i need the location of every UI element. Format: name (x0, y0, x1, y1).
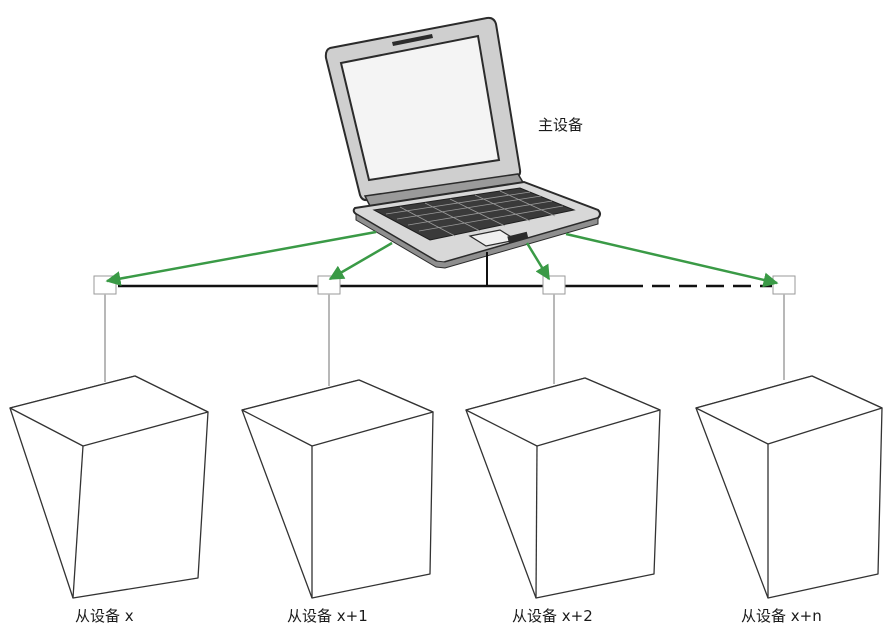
bus-node (317, 275, 341, 295)
slave-cube (9, 375, 209, 599)
arrows (105, 230, 779, 288)
slave-label-x: 从设备 x (75, 607, 134, 625)
drop-lines (104, 294, 785, 386)
arrow-to-slave-xn (565, 232, 779, 288)
bus-node (772, 275, 796, 295)
slave-label-x1: 从设备 x+1 (287, 607, 368, 625)
slave-cube (241, 379, 434, 599)
bus-node (542, 275, 566, 295)
slave-label-xn: 从设备 x+n (741, 607, 822, 625)
master-device-label: 主设备 (538, 116, 584, 134)
arrow-to-slave-x (105, 230, 377, 286)
slave-label-x2: 从设备 x+2 (512, 607, 593, 625)
slave-cube (695, 375, 883, 599)
arrow-to-slave-x1 (328, 241, 393, 281)
arrow-to-slave-x2 (525, 242, 551, 281)
laptop-icon (324, 16, 601, 269)
slave-cube (465, 377, 661, 599)
